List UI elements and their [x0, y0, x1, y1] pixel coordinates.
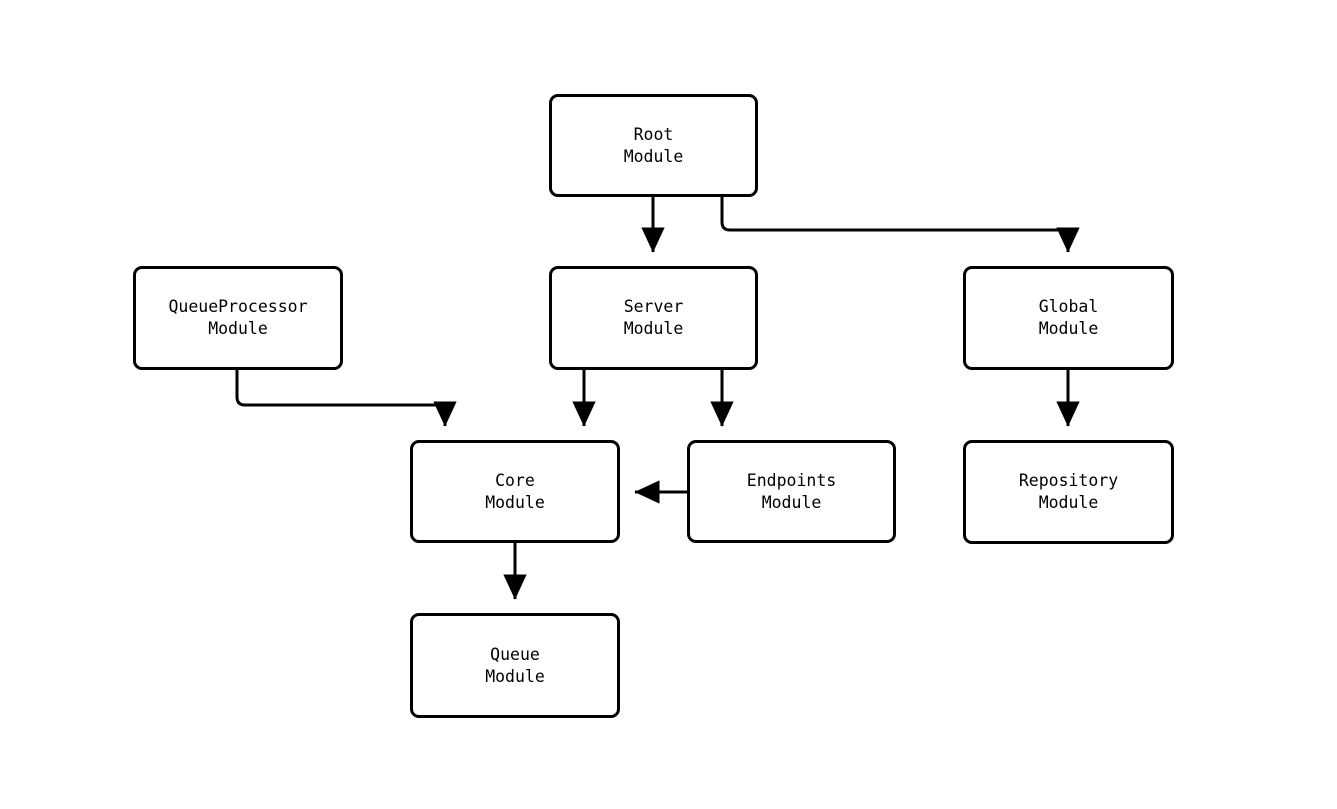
node-queue-module[interactable]: Queue Module — [410, 613, 620, 718]
node-queue-module-label: Queue Module — [485, 644, 545, 686]
node-queueprocessor-module[interactable]: QueueProcessor Module — [133, 266, 343, 370]
node-endpoints-module-label: Endpoints Module — [746, 470, 837, 512]
node-server-module-label: Server Module — [623, 297, 684, 338]
node-root-module-label: Root Module — [623, 124, 684, 166]
node-global-module-label: Global Module — [1038, 297, 1099, 338]
node-core-module[interactable]: Core Module — [410, 440, 620, 543]
edge-queueprocessor-to-core — [235, 370, 457, 427]
node-root-module[interactable]: Root Module — [549, 94, 758, 197]
node-queueprocessor-module-label: QueueProcessor Module — [168, 297, 308, 338]
node-server-module[interactable]: Server Module — [549, 266, 758, 370]
node-global-module[interactable]: Global Module — [963, 266, 1174, 370]
edge-root-to-global — [720, 197, 1080, 253]
node-core-module-label: Core Module — [485, 470, 545, 512]
node-repository-module-label: Repository Module — [1018, 471, 1119, 512]
node-endpoints-module[interactable]: Endpoints Module — [687, 440, 896, 543]
node-repository-module[interactable]: Repository Module — [963, 440, 1174, 544]
